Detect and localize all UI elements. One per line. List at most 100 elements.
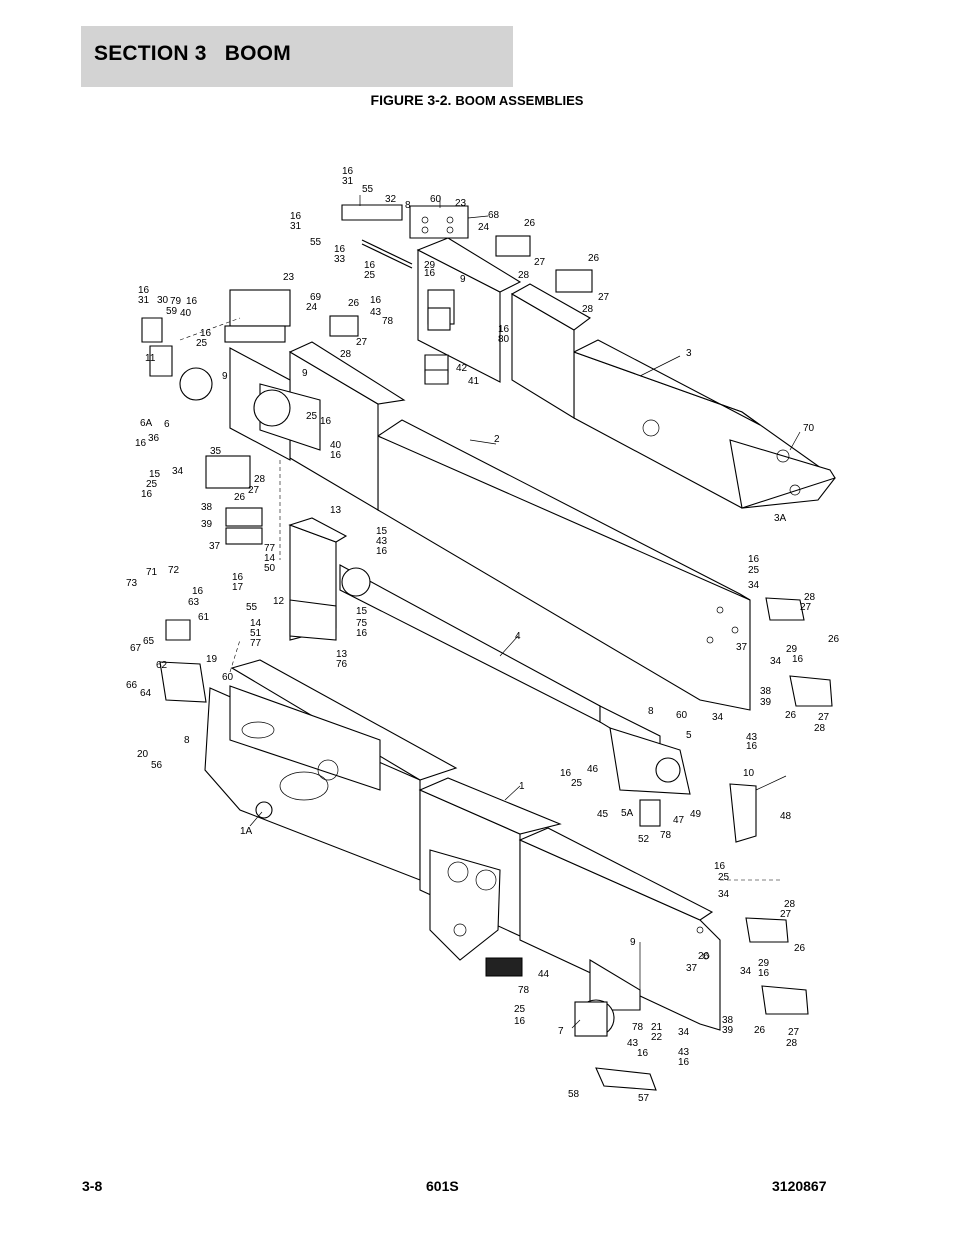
callout: 48 <box>780 811 792 822</box>
callout-labels: 16 31 55 32 8 60 23 68 24 26 16 31 55 16… <box>126 166 840 1104</box>
callout: 4 <box>515 631 521 642</box>
callout: 9 <box>302 368 308 379</box>
callout: 28 <box>582 304 594 315</box>
callout: 31 <box>342 176 354 187</box>
callout: 47 <box>673 815 685 826</box>
callout: 16 <box>232 572 244 583</box>
callout: 29 <box>758 958 770 969</box>
callout: 16 <box>376 546 388 557</box>
figure-title: FIGURE 3-2. BOOM ASSEMBLIES <box>0 92 954 108</box>
callout: 16 <box>560 768 572 779</box>
callout: 1 <box>519 781 525 792</box>
callout: 8 <box>184 735 190 746</box>
callout: 26 <box>588 253 600 264</box>
figure-caption: BOOM ASSEMBLIES <box>455 93 584 108</box>
callout: 34 <box>770 656 782 667</box>
callout: 33 <box>334 254 346 265</box>
callout: 73 <box>126 578 138 589</box>
callout: 56 <box>151 760 163 771</box>
callout: 34 <box>172 466 184 477</box>
callout: 27 <box>788 1027 800 1038</box>
callout: 28 <box>804 592 816 603</box>
callout: 80 <box>498 334 510 345</box>
callout: 20 <box>137 749 149 760</box>
callout: 78 <box>382 316 394 327</box>
callout: 26 <box>794 943 806 954</box>
callout: 16 <box>370 295 382 306</box>
callout: 25 <box>571 778 583 789</box>
callout: 78 <box>518 985 530 996</box>
callout: 55 <box>310 237 322 248</box>
callout: 43 <box>678 1047 690 1058</box>
callout: 32 <box>385 194 397 205</box>
callout: 6 <box>164 419 170 430</box>
callout: 29 <box>786 644 798 655</box>
callout: 64 <box>140 688 152 699</box>
callout: 23 <box>283 272 295 283</box>
callout: 79 <box>170 296 182 307</box>
callout: 49 <box>690 809 702 820</box>
callout: 42 <box>456 363 468 374</box>
callout: 43 <box>627 1038 639 1049</box>
callout: 16 <box>320 416 332 427</box>
callout: 68 <box>488 210 500 221</box>
callout: 24 <box>478 222 490 233</box>
callout: 38 <box>722 1015 734 1026</box>
callout: 10 <box>743 768 755 779</box>
callout: 28 <box>518 270 530 281</box>
callout: 9 <box>460 274 466 285</box>
callout: 22 <box>651 1032 663 1043</box>
callout: 11 <box>145 353 156 364</box>
callout: 12 <box>273 596 285 607</box>
callout: 16 <box>192 586 204 597</box>
callout: 26 <box>524 218 536 229</box>
figure-number: FIGURE 3-2. <box>370 92 452 108</box>
callout: 7 <box>558 1026 564 1037</box>
callout: 60 <box>222 672 234 683</box>
callout: 1A <box>240 826 253 837</box>
callout: 16 <box>678 1057 690 1068</box>
callout: 60 <box>430 194 442 205</box>
fly-boom-head <box>341 204 522 385</box>
callout: 40 <box>330 440 342 451</box>
callout: 36 <box>148 433 160 444</box>
callout: 43 <box>746 732 758 743</box>
callout: 26 <box>234 492 246 503</box>
callout: 27 <box>248 485 260 496</box>
callout: 17 <box>232 582 244 593</box>
callout: 39 <box>760 697 772 708</box>
callout: 57 <box>638 1093 650 1104</box>
callout: 16 <box>356 628 368 639</box>
upper-boom-section <box>510 283 836 509</box>
callout: 63 <box>188 597 200 608</box>
callout: 29 <box>424 260 436 271</box>
callout: 38 <box>760 686 772 697</box>
callout: 25 <box>196 338 208 349</box>
callout: 34 <box>748 580 760 591</box>
callout: 27 <box>534 257 546 268</box>
callout: 77 <box>250 638 262 649</box>
callout: 35 <box>210 446 222 457</box>
callout: 76 <box>336 659 348 670</box>
callout: 16 <box>424 268 436 279</box>
base-boom-section <box>204 659 721 1031</box>
callout: 75 <box>356 618 368 629</box>
callout: 16 <box>364 260 376 271</box>
callout: 27 <box>598 292 610 303</box>
section-header: SECTION 3 BOOM <box>81 26 513 87</box>
callout: 27 <box>818 712 830 723</box>
callout: 62 <box>156 660 168 671</box>
callout: 55 <box>362 184 374 195</box>
callout: 71 <box>146 567 158 578</box>
callout: 40 <box>180 308 192 319</box>
page-number: 3-8 <box>82 1178 103 1194</box>
callout: 28 <box>340 349 352 360</box>
callout: 16 <box>746 741 758 752</box>
callout: 14 <box>264 553 276 564</box>
callout: 16 <box>138 285 150 296</box>
callout: 16 <box>330 450 342 461</box>
callout: 61 <box>198 612 210 623</box>
sheave-parts <box>141 317 833 1091</box>
callout: 16 <box>714 861 726 872</box>
